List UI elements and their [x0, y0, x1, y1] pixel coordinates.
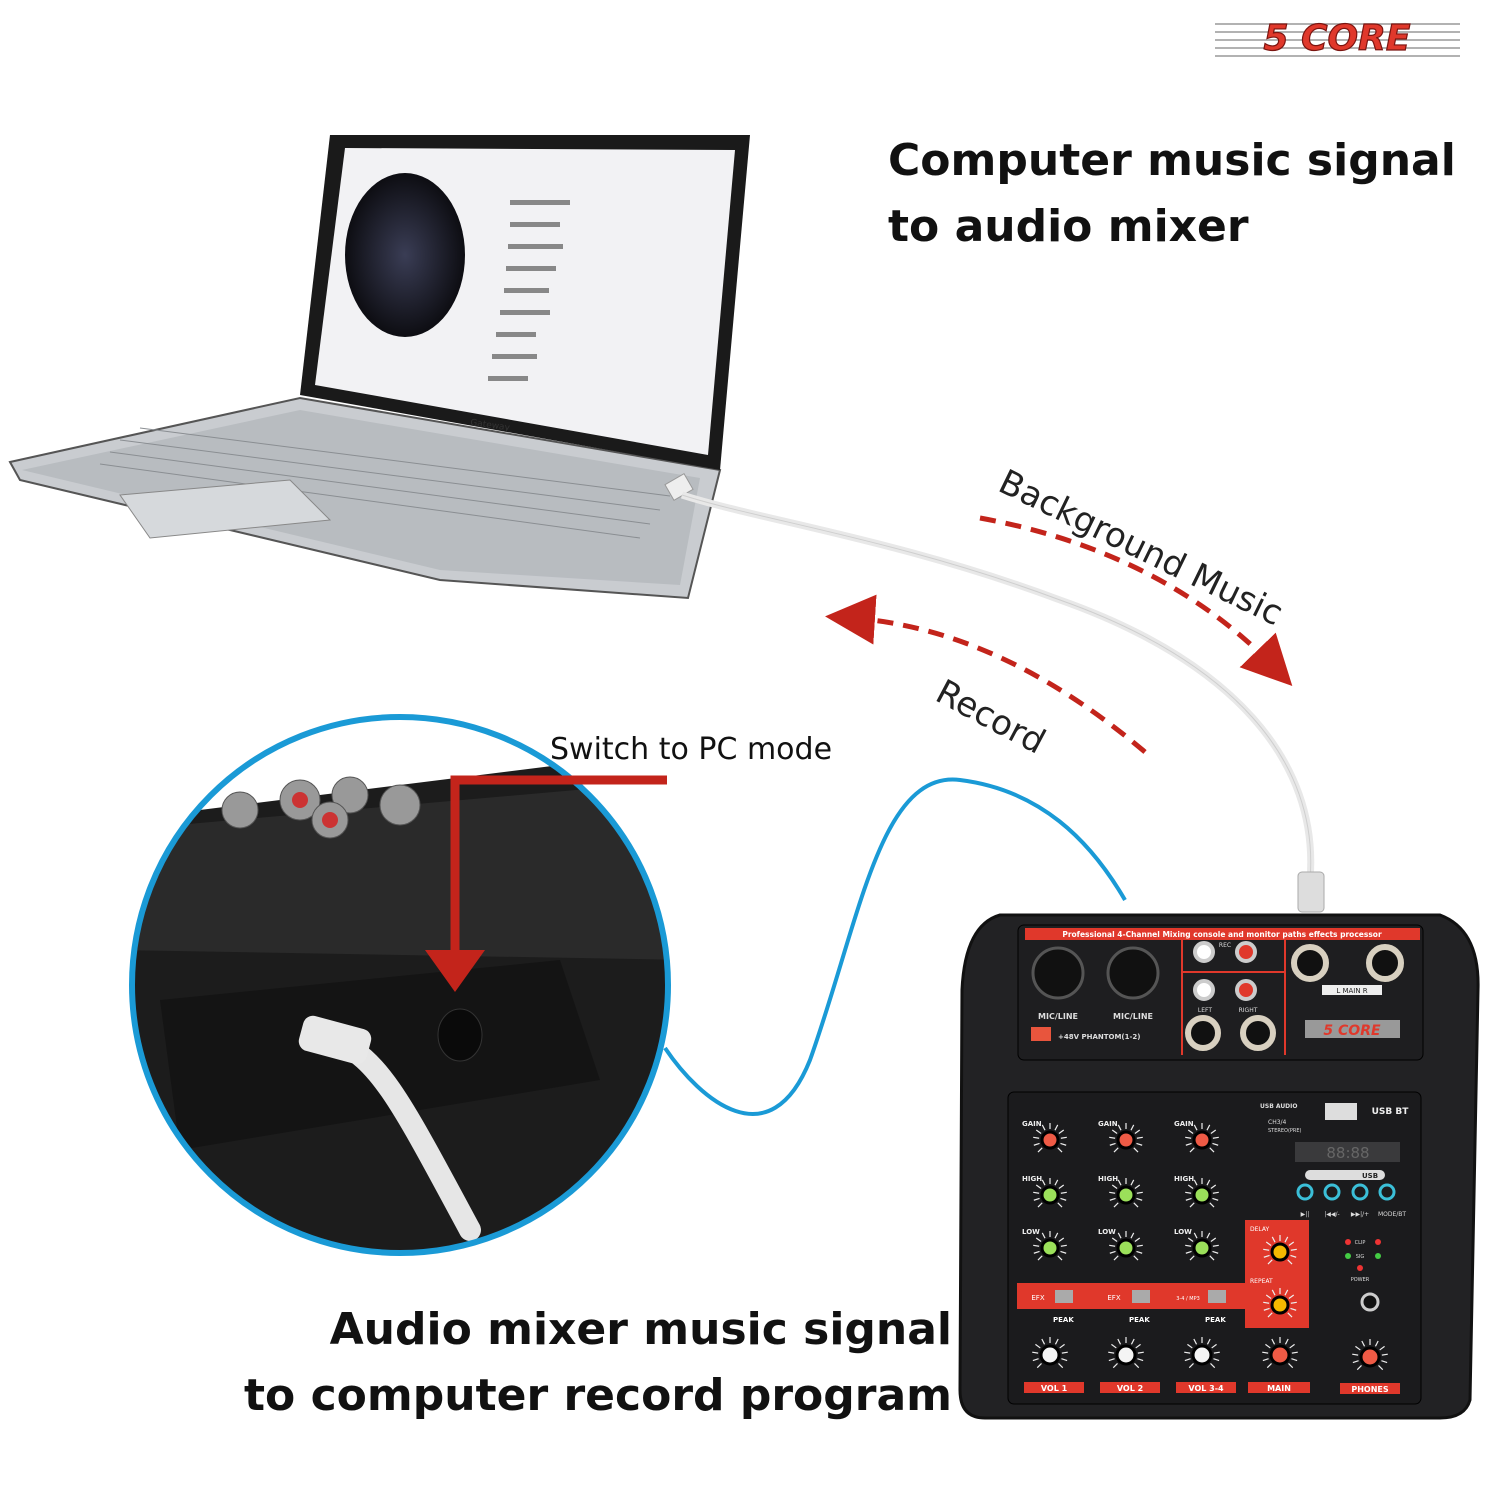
mic-line-label-2: MIC/LINE: [1113, 1012, 1153, 1021]
vol1-label: VOL 1: [1041, 1384, 1068, 1393]
efx-label-1: EFX: [1031, 1294, 1044, 1302]
usb-badge: USB: [1362, 1172, 1378, 1180]
play-pause-label: ▶||: [1301, 1211, 1310, 1218]
mp3-select-label: 3-4 / MP3: [1176, 1296, 1200, 1302]
play-pause-button[interactable]: [1296, 1183, 1314, 1201]
blue-callout-line: [663, 777, 1127, 1116]
high-knob-3[interactable]: [1192, 1185, 1212, 1205]
phones-label: PHONES: [1351, 1385, 1389, 1394]
phones-knob[interactable]: [1359, 1346, 1381, 1368]
ch34-label: CH3/4: [1268, 1119, 1287, 1126]
top-heading-line-2: to audio mixer: [888, 201, 1249, 252]
high-knob-2-label: HIGH: [1098, 1175, 1118, 1183]
high-knob-3-label: HIGH: [1174, 1175, 1194, 1183]
next-button[interactable]: [1351, 1183, 1369, 1201]
mp3-button[interactable]: [1208, 1290, 1226, 1303]
delay-label: DELAY: [1250, 1226, 1270, 1233]
high-knob-2[interactable]: [1116, 1185, 1136, 1205]
vol2-label: VOL 2: [1117, 1384, 1143, 1393]
led-display: [1295, 1142, 1400, 1162]
usb-cable: [680, 491, 1315, 881]
gain-knob-2-label: GAIN: [1098, 1120, 1118, 1128]
mode-bt-button[interactable]: [1378, 1183, 1396, 1201]
top-heading: Computer music signal to audio mixer: [888, 128, 1456, 260]
main-label: MAIN: [1267, 1384, 1291, 1393]
rec-label: REC: [1219, 942, 1231, 949]
prev-label: |◀◀/-: [1324, 1211, 1339, 1218]
volume-knob-1[interactable]: [1039, 1344, 1061, 1366]
logo-text: 5 CORE: [1264, 18, 1411, 58]
gain-knob-2[interactable]: [1116, 1130, 1136, 1150]
efx-label-2: EFX: [1107, 1294, 1120, 1302]
high-knob-1[interactable]: [1040, 1185, 1060, 1205]
low-knob-3-label: LOW: [1174, 1228, 1192, 1236]
prev-button[interactable]: [1323, 1183, 1341, 1201]
switch-pointer-arrow: [450, 775, 667, 960]
album-art: [345, 173, 465, 337]
gain-knob-1[interactable]: [1040, 1130, 1060, 1150]
stereo-label: STEREO(PRE): [1268, 1128, 1302, 1134]
efx-button-2[interactable]: [1132, 1290, 1150, 1303]
laptop: Gateway: [8, 135, 750, 600]
audio-mixer: Professional 4-Channel Mixing console an…: [958, 913, 1480, 1420]
phantom-label: +48V PHANTOM(1-2): [1058, 1033, 1140, 1041]
gain-knob-1-label: GAIN: [1022, 1120, 1042, 1128]
low-knob-3[interactable]: [1192, 1238, 1212, 1258]
brand-logo: 5 CORE: [1215, 17, 1460, 58]
repeat-knob[interactable]: [1270, 1295, 1290, 1315]
right-label: RIGHT: [1239, 1007, 1258, 1014]
peak-label-2: PEAK: [1129, 1316, 1150, 1324]
phantom-button[interactable]: [1031, 1027, 1051, 1041]
clip-label: CLIP: [1355, 1240, 1366, 1246]
next-label: ▶▶|/+: [1351, 1211, 1369, 1218]
sig-label: SIG: [1356, 1254, 1365, 1260]
power-label: POWER: [1351, 1277, 1370, 1283]
efx-button-1[interactable]: [1055, 1290, 1073, 1303]
usb-plug: [1297, 871, 1325, 913]
mic-line-label-1: MIC/LINE: [1038, 1012, 1078, 1021]
bottom-heading-line-1: Audio mixer music signal: [329, 1304, 952, 1355]
gain-knob-3-label: GAIN: [1174, 1120, 1194, 1128]
volume-knob-2[interactable]: [1115, 1344, 1137, 1366]
left-label: LEFT: [1198, 1007, 1212, 1014]
peak-label-1: PEAK: [1053, 1316, 1074, 1324]
arrow-background-music: [979, 515, 1293, 687]
low-knob-1[interactable]: [1040, 1238, 1060, 1258]
gain-knob-3[interactable]: [1192, 1130, 1212, 1150]
switch-to-pc-label: Switch to PC mode: [550, 732, 833, 767]
vol34-label: VOL 3-4: [1188, 1384, 1224, 1393]
usb-port[interactable]: [1325, 1103, 1357, 1120]
arrow-record: [825, 594, 1147, 754]
usb-audio-label: USB AUDIO: [1260, 1103, 1298, 1110]
pc-mode-switch: [437, 1008, 483, 1062]
bottom-heading-line-2: to computer record program: [244, 1370, 952, 1421]
usb-bt-label: USB BT: [1372, 1107, 1410, 1117]
volume-knob-3[interactable]: [1191, 1344, 1213, 1366]
peak-label-3: PEAK: [1205, 1316, 1226, 1324]
top-heading-line-1: Computer music signal: [888, 135, 1456, 186]
magnified-view: [132, 717, 668, 1253]
main-knob[interactable]: [1269, 1344, 1291, 1366]
high-knob-1-label: HIGH: [1022, 1175, 1042, 1183]
phones-jack: [1360, 1292, 1380, 1312]
low-knob-2[interactable]: [1116, 1238, 1136, 1258]
low-knob-2-label: LOW: [1098, 1228, 1116, 1236]
main-out-label: L MAIN R: [1336, 987, 1367, 995]
delay-knob[interactable]: [1270, 1242, 1290, 1262]
mixer-logo: 5 CORE: [1323, 1023, 1381, 1039]
bottom-heading: Audio mixer music signal to computer rec…: [244, 1297, 952, 1429]
display-readout: 88:88: [1326, 1144, 1369, 1162]
low-knob-1-label: LOW: [1022, 1228, 1040, 1236]
mode-bt-label: MODE/BT: [1378, 1211, 1406, 1218]
repeat-label: REPEAT: [1250, 1278, 1273, 1285]
mixer-header: Professional 4-Channel Mixing console an…: [1062, 930, 1382, 939]
